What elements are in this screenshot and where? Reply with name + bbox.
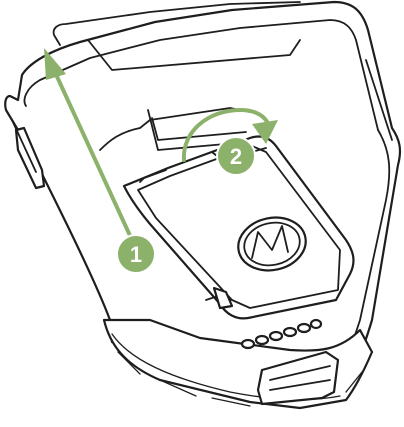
step-2-badge: 2 bbox=[217, 137, 255, 175]
step-1-badge: 1 bbox=[117, 235, 155, 273]
step-1-number: 1 bbox=[130, 242, 142, 267]
step-2-number: 2 bbox=[230, 144, 242, 169]
